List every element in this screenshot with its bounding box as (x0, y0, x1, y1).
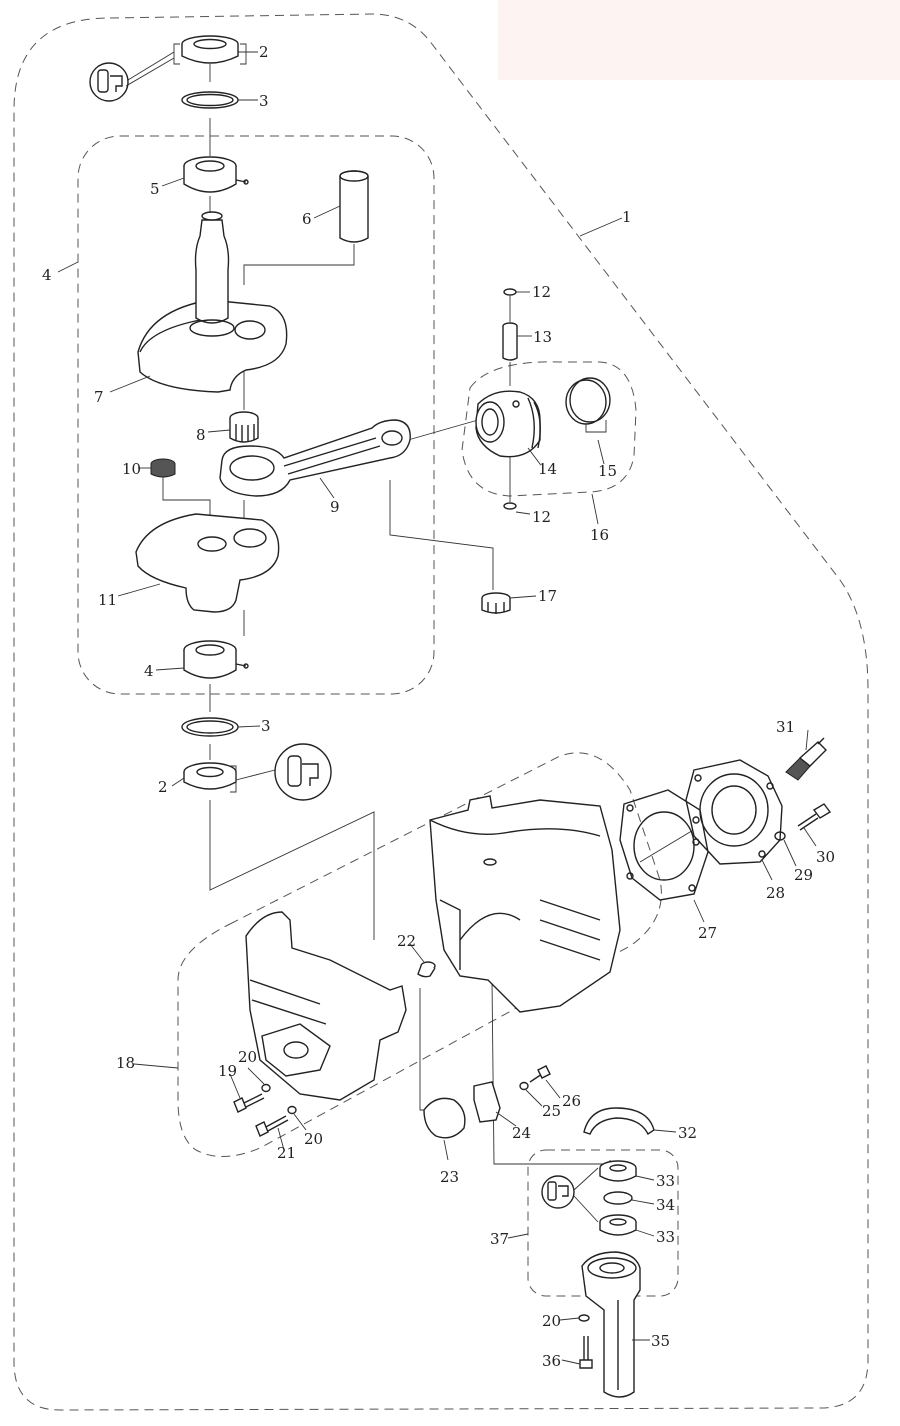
crankcase-upper-1 (429, 795, 621, 1013)
bearing-4-lower (183, 640, 249, 679)
needle-bearing-8 (229, 411, 259, 443)
washer-25 (519, 1081, 529, 1091)
callout-30: 30 (816, 848, 835, 866)
tool-icon-top (89, 62, 129, 102)
callout-1: 1 (622, 208, 632, 226)
crankcase-lower-18 (245, 911, 407, 1101)
bearing-5 (183, 156, 249, 193)
connecting-rod-9 (219, 419, 411, 497)
crank-pin-6 (339, 170, 369, 243)
callout-21: 21 (277, 1144, 296, 1162)
piston-rings-15 (565, 377, 611, 433)
callout-5: 5 (150, 180, 160, 198)
washer-20-c (578, 1314, 590, 1322)
cylinder-head-28 (685, 759, 783, 865)
callout-29: 29 (794, 866, 813, 884)
tool-icon-lower (274, 743, 332, 801)
oring-top (181, 91, 239, 109)
callout-6: 6 (302, 210, 312, 228)
piston-group-outline-16 (461, 361, 637, 497)
bolt-30 (797, 803, 832, 831)
callout-34: 34 (656, 1196, 675, 1214)
callout-12-bottom: 12 (532, 508, 551, 526)
piston-pin-13 (502, 322, 518, 361)
bolt-19 (233, 1093, 265, 1113)
bearing-top (173, 35, 247, 65)
bracket-left (173, 43, 180, 65)
callout-7: 7 (94, 388, 104, 406)
head-gasket-27 (619, 789, 709, 901)
callout-22: 22 (397, 932, 416, 950)
callout-13: 13 (533, 328, 552, 346)
needle-bearing-17 (481, 592, 511, 614)
bolt-36 (579, 1336, 593, 1369)
piston-14 (475, 390, 541, 458)
seal-33-bottom (599, 1214, 637, 1236)
tool-icon-pump (541, 1175, 575, 1209)
crankcase-group-outline-18 (177, 752, 662, 1158)
callout-28: 28 (766, 884, 785, 902)
bolt-21 (255, 1115, 289, 1137)
screw-26 (529, 1065, 551, 1083)
callout-3-lower: 3 (261, 717, 271, 735)
washer-20-a (261, 1083, 271, 1093)
callout-labels: 1 2 3 4 5 6 7 8 9 10 11 12 13 14 15 12 1… (42, 43, 835, 1370)
callout-20-a: 20 (238, 1048, 257, 1066)
callout-26: 26 (562, 1092, 581, 1110)
callout-20-b: 20 (304, 1130, 323, 1148)
callout-11: 11 (98, 591, 117, 609)
callout-2-lower: 2 (158, 778, 168, 796)
bearing-lower (183, 762, 237, 793)
oring-lower (181, 717, 239, 737)
callout-14: 14 (538, 460, 557, 478)
bracket-right (240, 43, 247, 65)
gasket-32 (583, 1107, 655, 1136)
reed-valve-24 (473, 1081, 501, 1123)
crankshaft-group-outline-4 (77, 135, 435, 695)
callout-33-bottom: 33 (656, 1228, 675, 1246)
callout-4-lower: 4 (144, 662, 154, 680)
washer-29 (774, 831, 786, 841)
callout-37: 37 (490, 1230, 509, 1248)
callout-19: 19 (218, 1062, 237, 1080)
callout-8: 8 (196, 426, 206, 444)
dowel-pin-22 (417, 961, 436, 978)
callout-23: 23 (440, 1168, 459, 1186)
callout-27: 27 (698, 924, 717, 942)
callout-20-c: 20 (542, 1312, 561, 1330)
seal-33-top (599, 1160, 637, 1182)
leader-lines (57, 51, 817, 1365)
callout-16: 16 (590, 526, 609, 544)
callout-3-top: 3 (259, 92, 269, 110)
crank-web-upper-7 (137, 211, 288, 393)
callout-32: 32 (678, 1124, 697, 1142)
callout-24: 24 (512, 1124, 531, 1142)
callout-2-top: 2 (259, 43, 269, 61)
callout-12-top: 12 (532, 283, 551, 301)
callout-17: 17 (538, 587, 557, 605)
callout-4-group: 4 (42, 266, 52, 284)
reed-plate-23 (423, 1097, 466, 1139)
pump-housing-35 (581, 1251, 641, 1398)
circlip-12-top (503, 288, 517, 296)
circlip-12-bottom (503, 502, 517, 510)
callout-9: 9 (330, 498, 340, 516)
callout-36: 36 (542, 1352, 561, 1370)
callout-10: 10 (122, 460, 141, 478)
plug-10 (150, 458, 176, 478)
callout-31: 31 (776, 718, 795, 736)
crank-web-lower-11 (135, 513, 280, 613)
callout-15: 15 (598, 462, 617, 480)
callout-25: 25 (542, 1102, 561, 1120)
callout-35: 35 (651, 1332, 670, 1350)
spark-plug-31 (785, 737, 827, 781)
corner-tint (498, 0, 900, 80)
spacer-34 (603, 1191, 633, 1205)
washer-20-b (287, 1105, 297, 1115)
assembly-outline-1 (13, 13, 869, 1411)
callout-33-top: 33 (656, 1172, 675, 1190)
callout-18: 18 (116, 1054, 135, 1072)
alignment-lines (162, 64, 731, 1165)
